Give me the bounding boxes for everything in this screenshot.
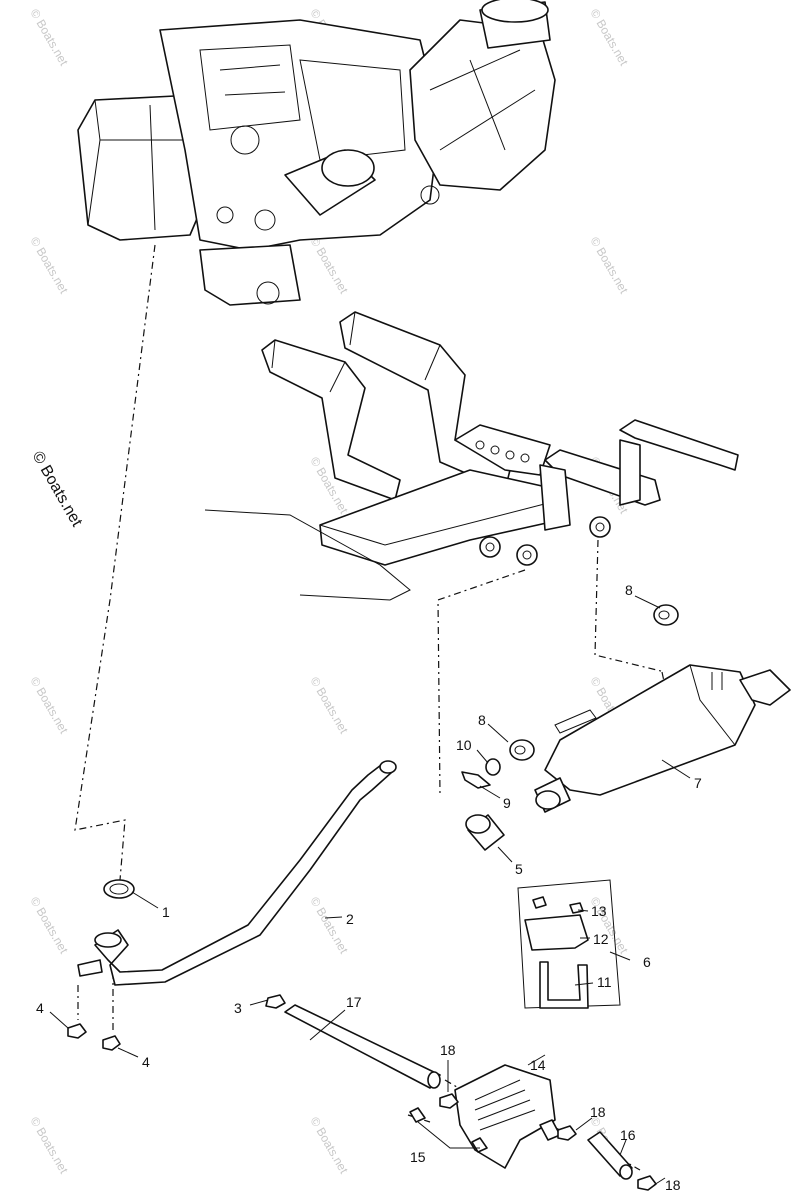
washer-part-10 [485, 758, 501, 776]
watermark: © Boats.net [307, 895, 351, 957]
callout-8-top: 8 [625, 582, 633, 598]
callout-9: 9 [503, 795, 511, 811]
callout-13: 13 [591, 903, 607, 919]
callout-4-right: 4 [142, 1054, 150, 1070]
watermark: © Boats.net [27, 7, 71, 69]
nut-18-b [557, 1125, 577, 1141]
callout-2: 2 [346, 911, 354, 927]
tube-part-17 [284, 1004, 441, 1089]
callout-5: 5 [515, 861, 523, 877]
callout-6: 6 [643, 954, 651, 970]
engine-assembly [77, 0, 556, 306]
callout-11: 11 [597, 974, 612, 990]
nut-4-right [102, 1035, 121, 1051]
callout-1: 1 [162, 904, 170, 920]
leader-lines [49, 595, 691, 1186]
nut-3 [265, 994, 286, 1009]
callout-10: 10 [456, 737, 472, 753]
nut-18-c [637, 1175, 657, 1191]
callout-16: 16 [620, 1127, 636, 1143]
callout-3: 3 [234, 1000, 242, 1016]
clamp-kit-part-6 [517, 879, 621, 1009]
muffler-part-7 [534, 664, 791, 813]
sleeve-part-5 [465, 814, 505, 851]
assembly-lines [74, 244, 669, 1171]
watermark: © Boats.net [587, 7, 631, 69]
side-watermark: © Boats.net [29, 449, 86, 531]
watermark: © Boats.net [307, 1115, 351, 1177]
exhaust-components [67, 604, 791, 1191]
gasket-part-1 [103, 879, 135, 899]
spark-arrestor-part-14 [454, 1064, 561, 1169]
callout-12: 12 [593, 931, 609, 947]
callout-14: 14 [530, 1057, 546, 1073]
grommet-part-8-lower [509, 739, 535, 761]
nut-4-left [67, 1023, 87, 1039]
watermark: © Boats.net [27, 1115, 71, 1177]
callout-8-lower: 8 [478, 712, 486, 728]
outlet-tube-part-16 [587, 1131, 633, 1180]
callout-18-c: 18 [665, 1177, 681, 1193]
callouts: 1 2 3 4 4 5 6 7 8 8 9 10 11 12 13 14 15 … [36, 582, 702, 1193]
watermark: © Boats.net [307, 235, 351, 297]
watermark: © Boats.net [307, 675, 351, 737]
watermark: © Boats.net [27, 895, 71, 957]
screw-part-15 [409, 1107, 488, 1153]
cotter-pin-part-9 [461, 771, 491, 789]
watermark: © Boats.net [27, 675, 71, 737]
nut-18-a [439, 1093, 459, 1109]
callout-15: 15 [410, 1149, 426, 1165]
callout-7: 7 [694, 775, 702, 791]
callout-4-left: 4 [36, 1000, 44, 1016]
grommet-part-8-top [653, 604, 679, 626]
exhaust-pipe-part-2 [77, 760, 397, 986]
watermark: © Boats.net [587, 235, 631, 297]
callout-18-b: 18 [590, 1104, 606, 1120]
frame-assembly [204, 311, 739, 601]
watermark: © Boats.net [27, 235, 71, 297]
callout-17: 17 [346, 994, 362, 1010]
callout-18-a: 18 [440, 1042, 456, 1058]
